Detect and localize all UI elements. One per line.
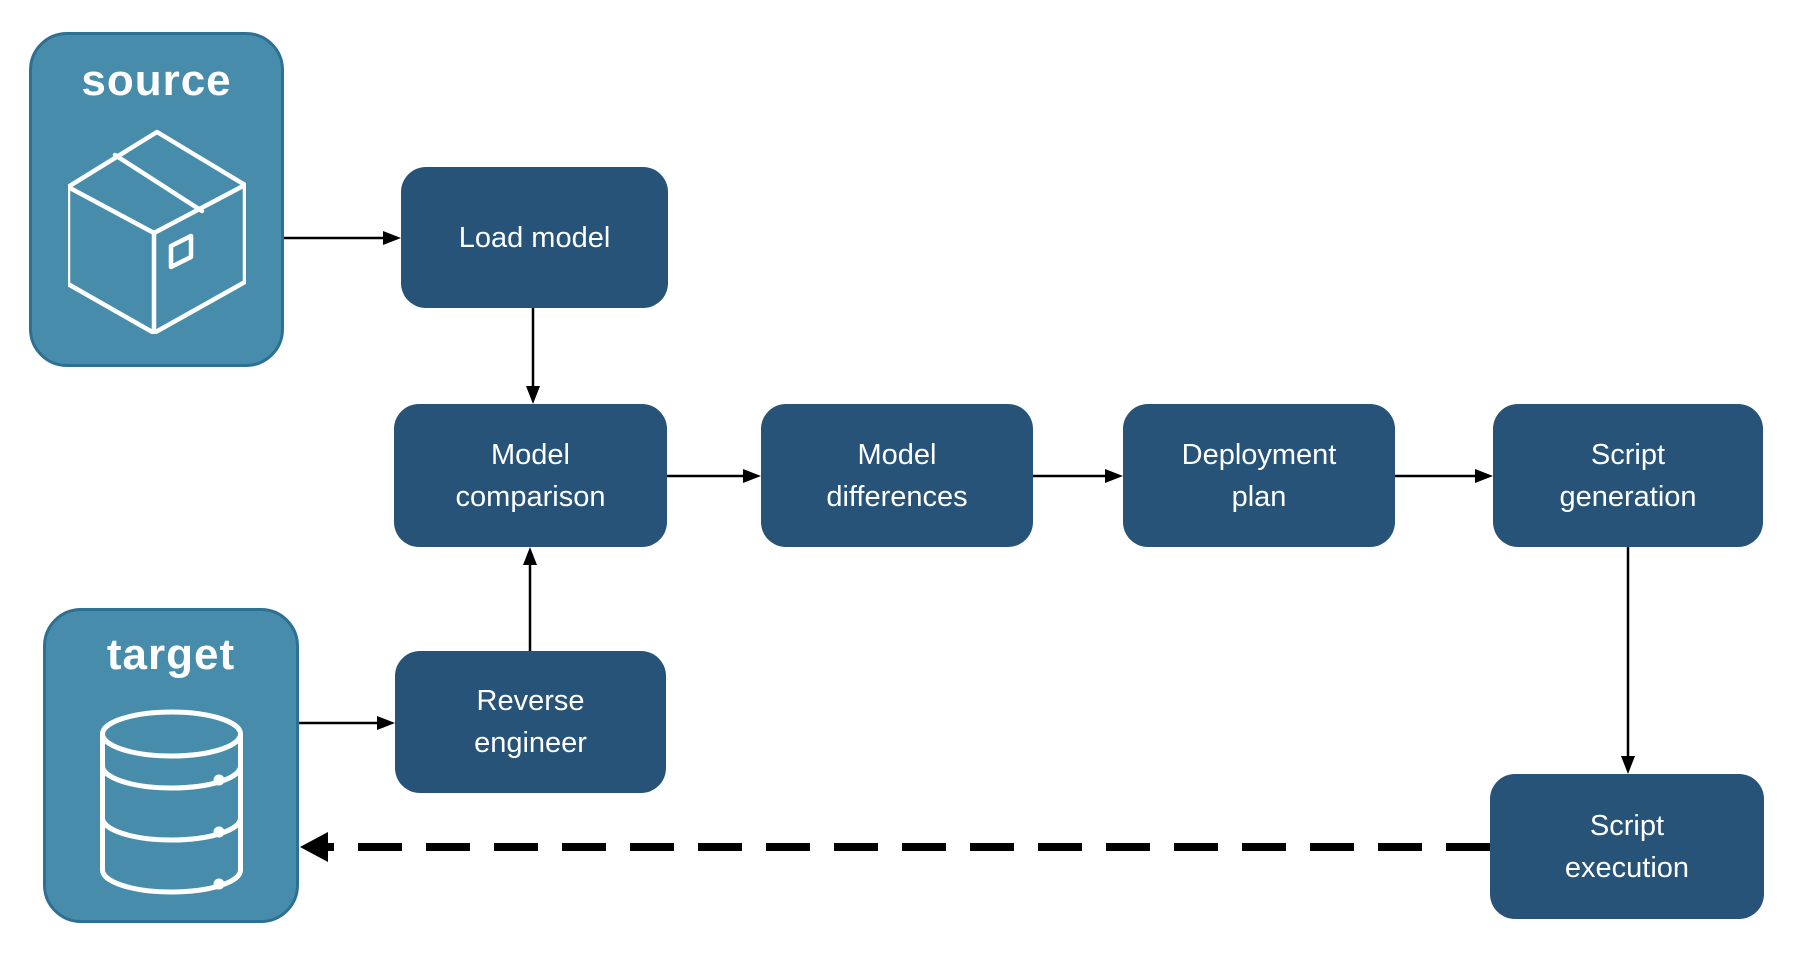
model-comparison-label: Model comparison: [455, 438, 606, 513]
edge-deployment-plan-script-generation: [1395, 469, 1493, 483]
script-execution-label: Script execution: [1564, 809, 1690, 884]
node-load-model: Load model: [401, 167, 668, 308]
node-model-differences: Model differences: [761, 404, 1033, 547]
edge-source-load-model: [284, 231, 401, 245]
model-differences-label: Model differences: [826, 438, 968, 513]
node-deployment-plan: Deployment plan: [1123, 404, 1395, 547]
edge-script-generation-script-execution: [1621, 547, 1635, 774]
node-script-execution: Script execution: [1490, 774, 1764, 919]
edge-model-differences-deployment-plan: [1033, 469, 1123, 483]
reverse-engineer-label: Reverse engineer: [474, 685, 587, 759]
load-model-label: Load model: [458, 221, 611, 254]
node-source: source: [29, 32, 284, 367]
database-icon: [99, 709, 243, 895]
edge-script-execution-target: [300, 832, 1490, 862]
edge-load-model-model-comparison: [526, 308, 540, 404]
node-script-generation: Script generation: [1493, 404, 1763, 547]
source-label: source: [81, 56, 232, 105]
edge-reverse-engineer-model-comparison: [523, 547, 537, 651]
package-icon: [67, 129, 246, 334]
node-target: target: [43, 608, 299, 923]
edge-model-comparison-model-differences: [667, 469, 761, 483]
node-reverse-engineer: Reverse engineer: [395, 651, 666, 793]
deployment-plan-label: Deployment plan: [1181, 438, 1337, 513]
script-generation-label: Script generation: [1559, 438, 1697, 513]
node-model-comparison: Model comparison: [394, 404, 667, 547]
target-label: target: [106, 630, 236, 679]
edge-target-reverse-engineer: [299, 716, 395, 730]
